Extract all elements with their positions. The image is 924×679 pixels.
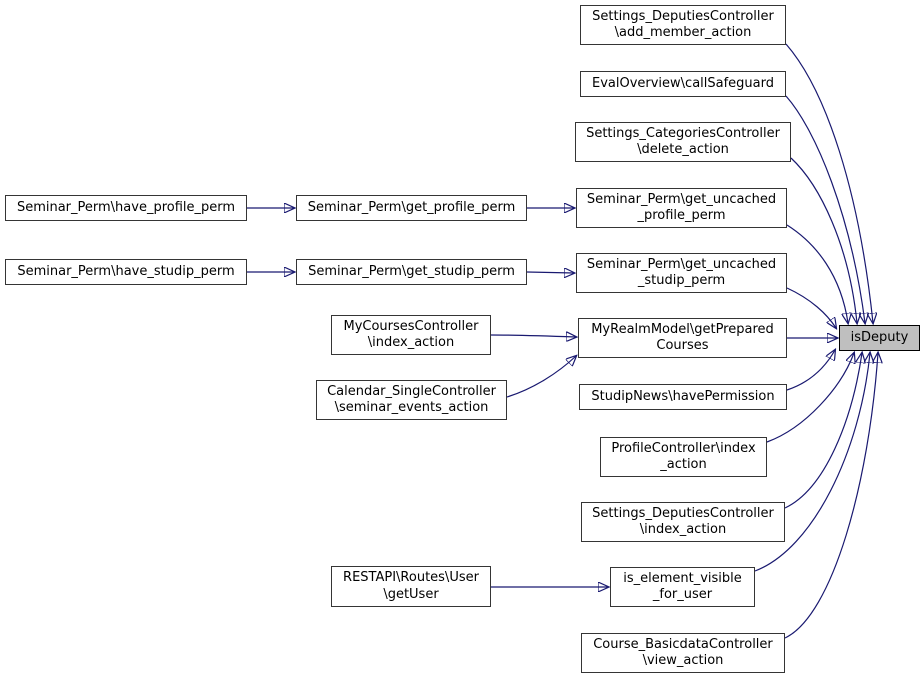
edge-basicdata-to-isdeputy xyxy=(784,353,878,639)
edge-deputies-index-to-isdeputy xyxy=(784,353,862,509)
node-seminar-perm-get-studip-perm[interactable]: Seminar_Perm\get_studip_perm xyxy=(296,259,527,285)
node-studipnews-havepermission[interactable]: StudipNews\havePermission xyxy=(579,384,787,410)
edge-studipnews-to-isdeputy xyxy=(786,350,835,391)
node-profilecontroller-index-action[interactable]: ProfileController\index _action xyxy=(600,437,767,477)
edge-get-uncached-studip-to-isdeputy xyxy=(786,287,836,328)
node-settings-deputies-index-action[interactable]: Settings_DeputiesController \index_actio… xyxy=(581,502,785,542)
node-is-element-visible-for-user[interactable]: is_element_visible _for_user xyxy=(610,567,755,607)
node-restapi-routes-user-getuser[interactable]: RESTAPI\Routes\User \getUser xyxy=(331,566,491,607)
node-seminar-perm-have-profile-perm[interactable]: Seminar_Perm\have_profile_perm xyxy=(5,195,247,221)
edge-is-element-visible-to-isdeputy xyxy=(754,353,870,572)
edge-profilecontroller-to-isdeputy xyxy=(766,353,854,443)
edge-delete-action-to-isdeputy xyxy=(790,157,857,323)
node-myrealmmodel-getpreparedcourses[interactable]: MyRealmModel\getPrepared Courses xyxy=(578,318,787,358)
node-seminar-perm-get-profile-perm[interactable]: Seminar_Perm\get_profile_perm xyxy=(296,195,527,221)
node-isdeputy-target: isDeputy xyxy=(839,325,920,351)
edge-calendar-to-myrealmmodel xyxy=(506,356,576,398)
node-seminar-perm-get-uncached-studip-perm[interactable]: Seminar_Perm\get_uncached _studip_perm xyxy=(576,253,787,293)
edge-add-member-to-isdeputy xyxy=(785,43,873,323)
edge-get-studip-to-get-uncached-studip xyxy=(526,272,574,273)
node-evaloverview-callsafeguard[interactable]: EvalOverview\callSafeguard xyxy=(580,71,786,97)
edge-mycourses-to-myrealmmodel xyxy=(490,335,576,337)
edge-get-uncached-profile-to-isdeputy xyxy=(786,224,848,323)
node-settings-deputies-add-member[interactable]: Settings_DeputiesController \add_member_… xyxy=(580,5,786,45)
node-settings-categories-delete[interactable]: Settings_CategoriesController \delete_ac… xyxy=(575,122,791,162)
edge-callsafeguard-to-isdeputy xyxy=(785,95,865,323)
node-course-basicdata-view-action[interactable]: Course_BasicdataController \view_action xyxy=(581,633,785,673)
node-seminar-perm-get-uncached-profile-perm[interactable]: Seminar_Perm\get_uncached _profile_perm xyxy=(576,188,787,228)
node-mycourses-index-action[interactable]: MyCoursesController \index_action xyxy=(331,315,491,355)
node-calendar-single-seminar-events[interactable]: Calendar_SingleController \seminar_event… xyxy=(316,380,507,420)
node-seminar-perm-have-studip-perm[interactable]: Seminar_Perm\have_studip_perm xyxy=(5,259,247,285)
